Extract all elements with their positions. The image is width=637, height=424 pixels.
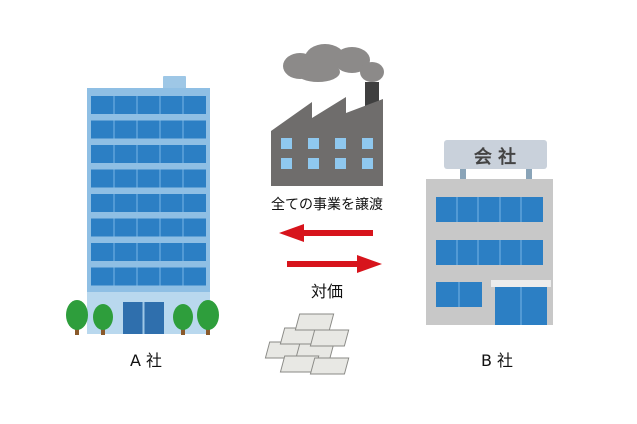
money-stack-icon [264,313,350,375]
factory-window [308,138,319,149]
transfer-arrow-left [279,224,373,242]
tree-icon [197,300,219,335]
window-row [91,145,206,163]
banknote-bundle [309,329,350,347]
company-b-sign: 会 社 [473,147,517,168]
consideration-arrow-right [287,255,382,273]
factory-window [308,158,319,169]
window-row [91,194,206,212]
window-row [91,243,206,261]
window-row [91,267,206,286]
factory-icon [271,44,384,186]
consideration-label: 対価 [310,282,344,301]
tree-icon [93,304,113,335]
transfer-label: 全ての事業を譲渡 [271,197,383,213]
company-a-label: A 社 [129,351,163,370]
window-row [91,120,206,139]
company-b-label: B 社 [480,351,514,370]
company-b-building [426,140,553,325]
tree-icon [173,304,193,335]
window-row [91,96,206,114]
factory-window [335,158,346,169]
factory-window [281,158,292,169]
factory-window [335,138,346,149]
factory-window [362,138,373,149]
banknote-bundle [309,357,350,375]
smoke-cloud [283,44,384,82]
tree-icon [66,300,88,335]
window-row [91,218,206,237]
factory-window [281,138,292,149]
factory-window [362,158,373,169]
company-a-building [87,76,210,334]
banknote-bundle [294,313,335,331]
trees [66,300,219,335]
window-row [91,169,206,188]
